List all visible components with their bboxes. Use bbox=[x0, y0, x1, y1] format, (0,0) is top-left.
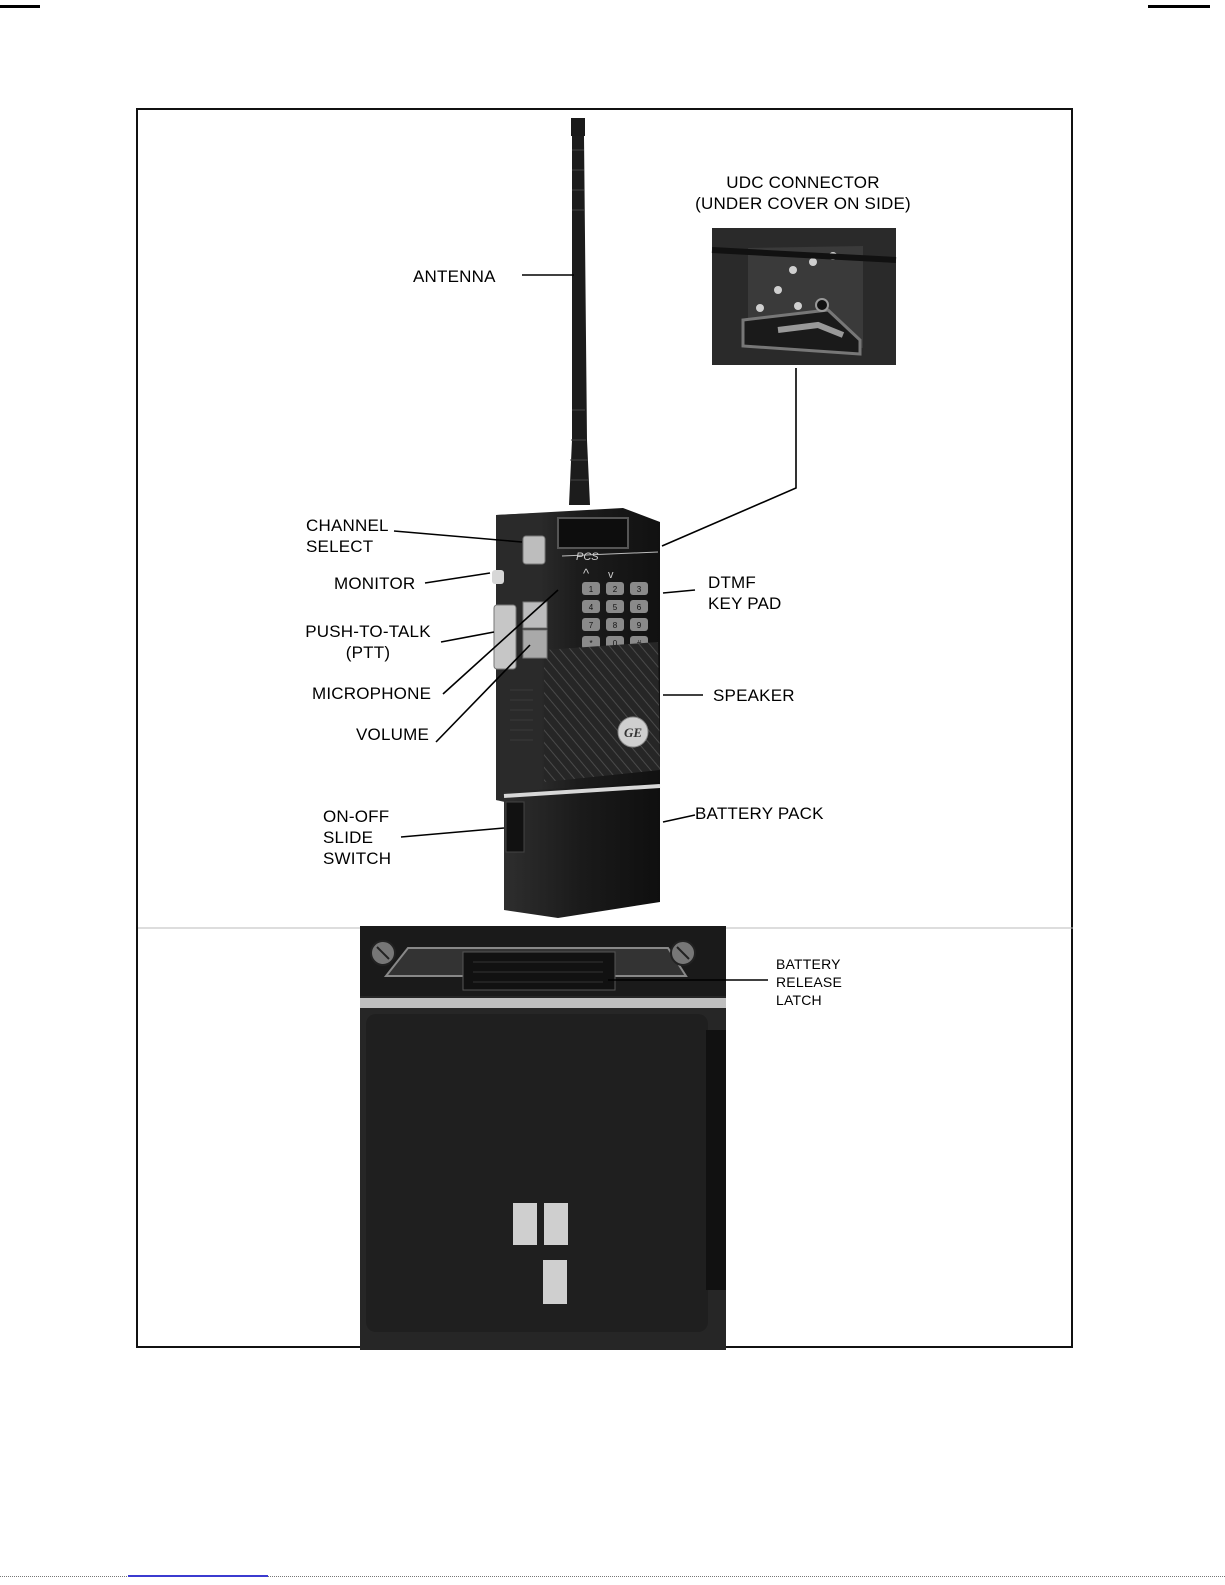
monitor-button bbox=[492, 570, 504, 584]
label-speaker: SPEAKER bbox=[713, 685, 795, 706]
on-off-slide-switch bbox=[506, 802, 524, 852]
label-battery-release-latch: BATTERY RELEASE LATCH bbox=[776, 955, 842, 1009]
battery-contact bbox=[513, 1203, 537, 1245]
ptt-leader bbox=[441, 632, 494, 642]
keypad-key-label: 2 bbox=[613, 585, 618, 594]
label-microphone: MICROPHONE bbox=[312, 683, 431, 704]
udc-leader bbox=[662, 368, 796, 546]
dtmf-leader bbox=[663, 590, 695, 593]
corner-mark-left bbox=[0, 5, 40, 8]
label-antenna: ANTENNA bbox=[413, 266, 496, 287]
lcd-display bbox=[558, 518, 628, 548]
battery-release-latch bbox=[463, 952, 615, 990]
battery-stripe bbox=[360, 998, 726, 1008]
channel-select-knob bbox=[523, 536, 545, 564]
speaker-grille bbox=[544, 642, 660, 782]
on-off-leader bbox=[401, 828, 504, 837]
label-push-to-talk: PUSH-TO-TALK (PTT) bbox=[293, 621, 443, 663]
udc-connector-inset bbox=[712, 228, 896, 365]
battery-closeup bbox=[138, 926, 1073, 1350]
label-udc-connector: UDC CONNECTOR (UNDER COVER ON SIDE) bbox=[668, 172, 938, 214]
keypad-key-label: 7 bbox=[589, 621, 594, 630]
battery-contact bbox=[544, 1203, 568, 1245]
up-arrow-icon: ^ bbox=[583, 566, 590, 581]
battery-pack bbox=[504, 782, 660, 918]
down-arrow-icon: v bbox=[608, 569, 614, 581]
footer-link-underline bbox=[128, 1575, 268, 1577]
label-battery-pack: BATTERY PACK bbox=[695, 803, 824, 824]
keypad-key-label: 1 bbox=[589, 585, 594, 594]
label-channel-select: CHANNEL SELECT bbox=[306, 515, 389, 557]
antenna bbox=[569, 118, 590, 505]
monitor-leader bbox=[425, 573, 490, 583]
corner-mark-right bbox=[1148, 5, 1210, 8]
keypad-key-label: 5 bbox=[613, 603, 618, 612]
keypad-key-label: 8 bbox=[613, 621, 618, 630]
volume-control bbox=[523, 630, 547, 658]
keypad-key-label: 3 bbox=[637, 585, 642, 594]
keypad-key-label: 4 bbox=[589, 603, 594, 612]
keypad-key-label: 6 bbox=[637, 603, 642, 612]
battery-contact bbox=[543, 1260, 567, 1304]
label-monitor: MONITOR bbox=[334, 573, 415, 594]
label-volume: VOLUME bbox=[356, 724, 429, 745]
label-dtmf-key-pad: DTMF KEY PAD bbox=[708, 572, 782, 614]
battery-pack-leader bbox=[663, 815, 695, 822]
microphone-port bbox=[523, 602, 547, 628]
label-on-off-slide-switch: ON-OFF SLIDE SWITCH bbox=[323, 806, 391, 869]
brand-mark: PCS bbox=[576, 551, 599, 563]
ge-logo-text: GE bbox=[624, 725, 642, 740]
keypad-key-label: 9 bbox=[637, 621, 642, 630]
